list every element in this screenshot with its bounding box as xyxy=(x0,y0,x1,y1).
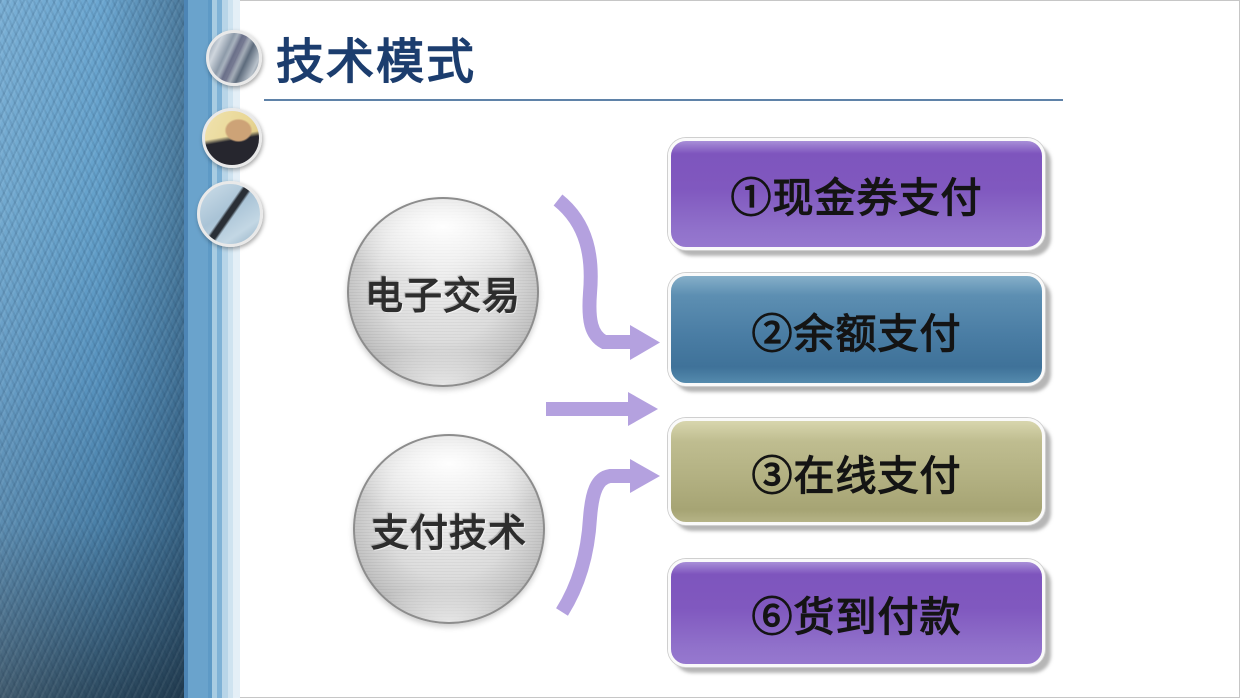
arrow-curve xyxy=(556,469,632,616)
arrow-middle-to-online xyxy=(546,392,658,426)
node-electronic-trading: 电子交易 xyxy=(347,197,539,387)
box-online-payment: ③在线支付 xyxy=(668,418,1045,525)
arrow-head-icon xyxy=(630,325,660,360)
title-underline xyxy=(264,99,1063,101)
box-label: ③在线支付 xyxy=(751,452,962,499)
pen-on-paper-photo-icon xyxy=(197,181,263,247)
box-cash-voucher-payment: ①现金券支付 xyxy=(668,138,1045,250)
node-label: 电子交易 xyxy=(364,275,521,318)
businessman-photo-icon xyxy=(202,108,262,168)
arrow-payment-to-online xyxy=(556,459,660,616)
arrow-head-icon xyxy=(630,459,660,493)
sidebar-texture xyxy=(0,0,184,698)
box-label: ⑥货到付款 xyxy=(751,594,962,640)
arrow-electronic-to-balance xyxy=(553,194,660,360)
slide-title: 技术模式 xyxy=(276,36,477,89)
box-balance-payment: ②余额支付 xyxy=(668,273,1045,386)
arrow-curve xyxy=(553,194,632,349)
box-label: ①现金券支付 xyxy=(730,175,983,221)
node-payment-technology: 支付技术 xyxy=(353,434,545,624)
pens-photo-icon xyxy=(206,30,262,86)
node-label: 支付技术 xyxy=(370,512,527,555)
box-label: ②余额支付 xyxy=(751,310,962,357)
box-cash-on-delivery: ⑥货到付款 xyxy=(668,559,1045,667)
arrow-head-icon xyxy=(628,392,658,426)
